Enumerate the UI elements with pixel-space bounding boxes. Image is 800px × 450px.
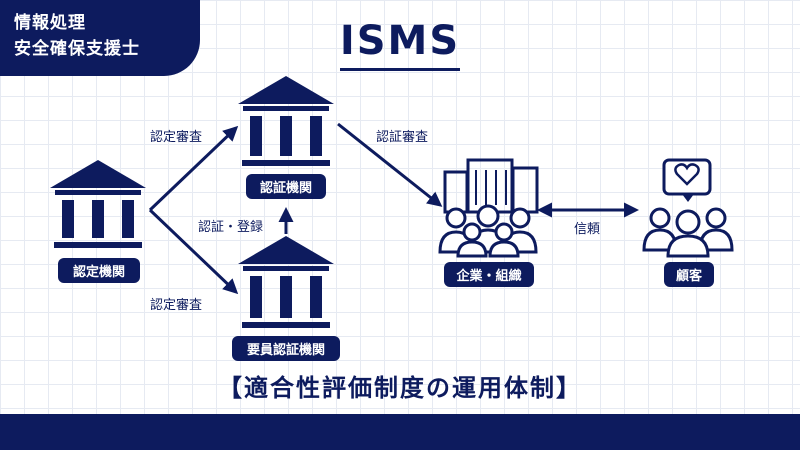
accreditation-upper-label: 認定審査 <box>150 130 203 145</box>
customer-label: 顧客 <box>664 262 714 287</box>
certification-body-label: 認証機関 <box>246 174 326 199</box>
personnel-certification-body-icon <box>238 236 334 328</box>
accreditation-body-icon <box>50 160 146 248</box>
accreditation-lower-label: 認定審査 <box>150 298 203 313</box>
accreditation-body-label: 認定機関 <box>58 258 140 283</box>
title-underline <box>340 68 460 71</box>
category-badge: 情報処理 安全確保支援士 <box>0 0 200 76</box>
certification-audit-label: 認証審査 <box>376 130 429 145</box>
personnel-certification-body-label: 要員認証機関 <box>232 336 340 361</box>
certification-audit-arrow <box>337 122 443 207</box>
trust-label: 信頼 <box>574 222 601 237</box>
badge-line-2: 安全確保支援士 <box>14 39 140 59</box>
page-title: ISMS <box>339 18 461 64</box>
customer-icon <box>642 158 734 258</box>
organization-label: 企業・組織 <box>444 262 534 287</box>
diagram-caption: 【適合性評価制度の運用体制】 <box>218 374 582 402</box>
accreditation-upper-arrow <box>148 125 239 212</box>
certification-body-icon <box>238 76 334 166</box>
accreditation-lower-arrow <box>148 208 239 295</box>
badge-line-1: 情報処理 <box>14 13 86 33</box>
cert-register-label: 認証・登録 <box>198 220 264 235</box>
organization-icon <box>438 158 539 258</box>
footer-bar <box>0 414 800 450</box>
